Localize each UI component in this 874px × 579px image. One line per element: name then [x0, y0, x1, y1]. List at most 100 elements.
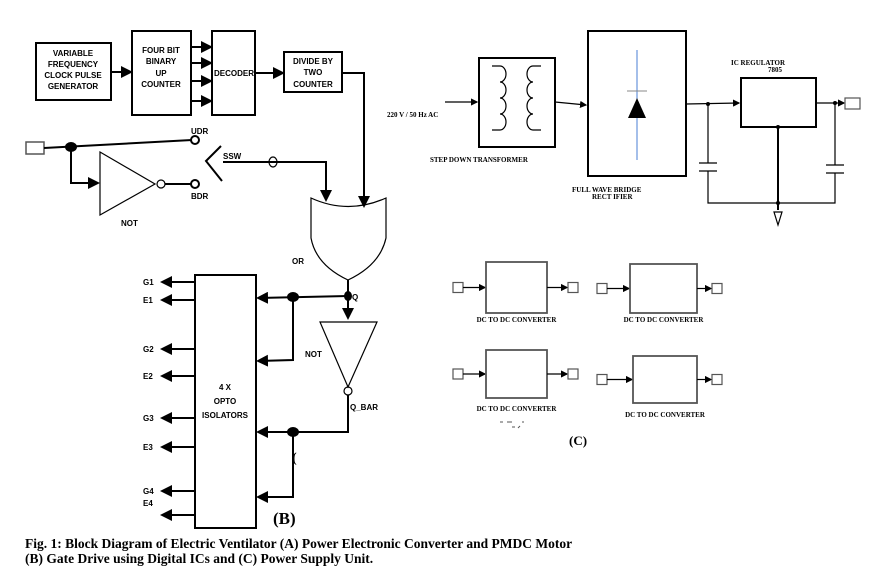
part-c-label: (C) — [569, 433, 587, 448]
converter-block — [632, 355, 698, 404]
not-gate — [99, 150, 157, 217]
wire — [554, 100, 588, 109]
ssw-label: SSW — [223, 152, 242, 161]
or-gate — [310, 197, 387, 281]
label: TWO — [304, 68, 323, 77]
divide-by-two-block: DIVIDE BY TWO COUNTER — [283, 51, 343, 93]
secondary-coil-icon — [526, 65, 541, 131]
stray-mark: ( — [292, 451, 297, 466]
part-b-label: (B) — [273, 509, 296, 528]
bdr-terminal — [190, 179, 200, 189]
wire — [256, 291, 349, 304]
transformer-block — [478, 57, 556, 148]
q-label: Q — [352, 293, 358, 302]
dc-dc-converter: DC TO DC CONVERTER — [596, 355, 723, 419]
input-port — [596, 373, 608, 386]
figure-caption: Fig. 1: Block Diagram of Electric Ventil… — [25, 536, 572, 566]
label: DECODER — [214, 69, 254, 78]
switch-terminal — [268, 156, 278, 168]
wire — [70, 147, 100, 189]
wire — [256, 432, 294, 503]
output-label: G3 — [143, 414, 154, 423]
udr-terminal — [190, 135, 200, 145]
output-port — [844, 97, 861, 110]
converter-block — [485, 349, 548, 399]
regulator-label: IC REGULATOR — [731, 59, 786, 67]
q-bar-label: Q_BAR — [350, 403, 378, 412]
label: COUNTER — [141, 80, 181, 89]
counter-outputs — [191, 41, 213, 107]
label: BINARY — [146, 57, 177, 66]
inverter-bubble — [156, 179, 166, 189]
label: FOUR BIT — [142, 46, 180, 55]
stray-marks — [500, 421, 524, 429]
output-label: E3 — [143, 443, 153, 452]
filter-capacitors — [699, 101, 844, 228]
label: COUNTER — [293, 80, 333, 89]
output-port — [567, 368, 579, 380]
wire — [256, 297, 294, 367]
or-label: OR — [292, 257, 304, 266]
output-port — [711, 373, 723, 386]
wire — [256, 395, 349, 438]
converter-label: DC TO DC CONVERTER — [477, 316, 558, 324]
not-gate — [319, 321, 378, 389]
clock-generator-block: VARIABLE FREQUENCY CLOCK PULSE GENERATOR — [35, 42, 112, 101]
output-label: G1 — [143, 278, 154, 287]
dc-converters: DC TO DC CONVERTER DC TO DC CONVERTER DC T… — [452, 261, 723, 419]
output-port — [567, 281, 579, 294]
rectifier-label: FULL WAVE BRIDGE — [572, 186, 642, 194]
label: OPTO — [214, 397, 237, 406]
dc-dc-converter: DC TO DC CONVERTER — [596, 263, 723, 324]
primary-coil-icon — [492, 65, 507, 131]
bdr-label: BDR — [191, 192, 209, 201]
binary-counter-block: FOUR BIT BINARY UP COUNTER — [131, 30, 192, 116]
label: 4 X — [219, 383, 232, 392]
label: VARIABLE — [53, 49, 94, 58]
output-label: E1 — [143, 296, 153, 305]
diode-icon — [628, 98, 646, 118]
switch-contact — [204, 145, 223, 182]
wire — [342, 72, 370, 208]
dc-dc-converter: DC TO DC CONVERTER — [452, 261, 579, 324]
converter-label: DC TO DC CONVERTER — [477, 405, 558, 413]
label: ISOLATORS — [202, 411, 249, 420]
opto-isolator-block: 4 X OPTO ISOLATORS — [194, 274, 257, 529]
input-port — [452, 368, 464, 380]
input-port — [25, 141, 45, 155]
transformer-label: STEP DOWN TRANSFORMER — [430, 156, 529, 164]
output-port — [711, 282, 723, 295]
dc-dc-converter: DC TO DC CONVERTER — [452, 349, 579, 413]
ac-input-label: 220 V / 50 Hz AC — [387, 111, 438, 119]
converter-label: DC TO DC CONVERTER — [624, 316, 705, 324]
rectifier-label: RECT IFIER — [592, 193, 633, 201]
wire — [685, 99, 741, 107]
converter-block — [629, 263, 698, 314]
decoder-block: DECODER — [211, 30, 256, 116]
regulator-label: 7805 — [768, 66, 783, 74]
output-label: G2 — [143, 345, 154, 354]
caption-line-2: (B) Gate Drive using Digital ICs and (C)… — [25, 551, 374, 566]
label: GENERATOR — [48, 82, 99, 91]
label: CLOCK PULSE — [44, 71, 102, 80]
input-port — [596, 282, 608, 295]
label: UP — [155, 69, 167, 78]
output-label: E4 — [143, 499, 153, 508]
converter-block — [485, 261, 548, 314]
caption-line-1: Fig. 1: Block Diagram of Electric Ventil… — [25, 536, 573, 551]
label: FREQUENCY — [48, 60, 99, 69]
output-label: G4 — [143, 487, 154, 496]
udr-label: UDR — [191, 127, 209, 136]
wire — [223, 161, 332, 202]
ground-icon — [773, 211, 783, 228]
not-label: NOT — [121, 219, 138, 228]
input-port — [452, 281, 464, 294]
converter-label: DC TO DC CONVERTER — [625, 411, 706, 419]
not-label: NOT — [305, 350, 322, 359]
label: DIVIDE BY — [293, 57, 334, 66]
rectifier-block — [587, 30, 687, 177]
output-label: E2 — [143, 372, 153, 381]
regulator-block — [740, 77, 817, 128]
